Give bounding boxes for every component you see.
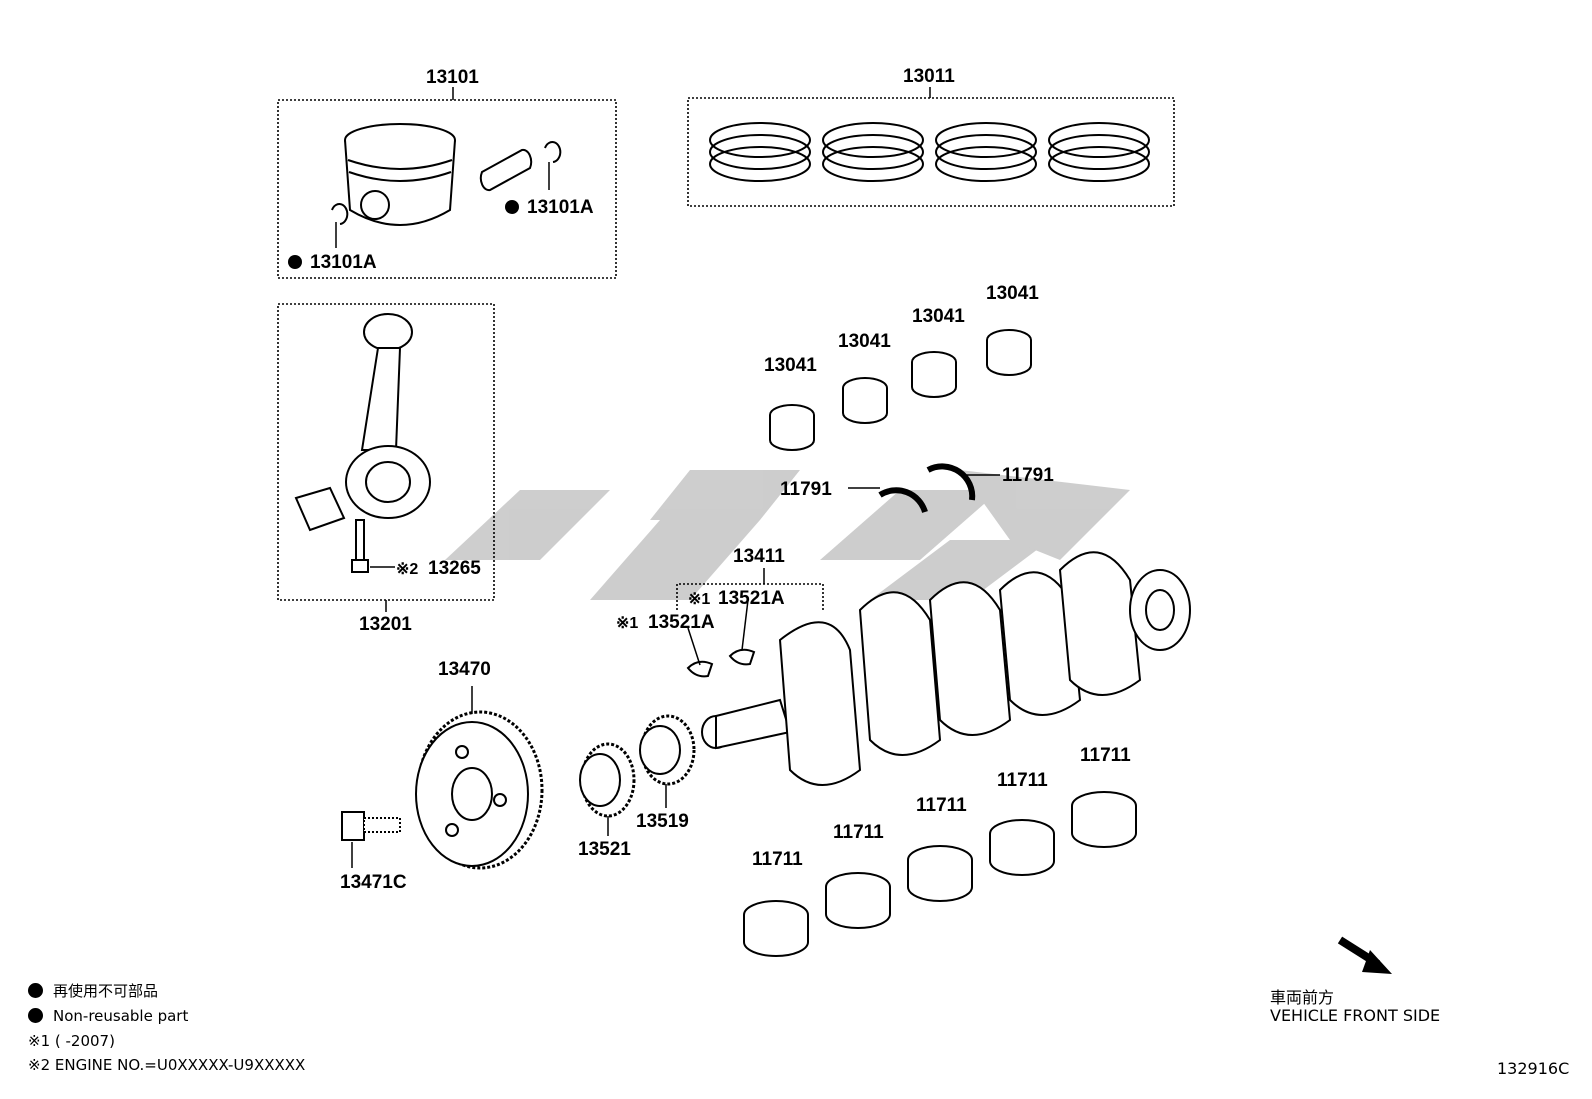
- legend-nonreusable-en-text: Non-reusable part: [53, 1007, 189, 1025]
- callout-13101A-upper: 13101A: [527, 197, 594, 218]
- connecting-rod-illustration: [294, 313, 431, 573]
- sprocket-illustrations: [579, 714, 696, 818]
- callout-13041-c: 13041: [912, 306, 965, 327]
- legend-nonreusable-jp: 再使用不可部品: [28, 982, 158, 1000]
- legend-nonreusable-en: Non-reusable part: [28, 1007, 188, 1025]
- illustration-id: 132916C: [1497, 1059, 1570, 1078]
- piston-rings-illustration: [709, 122, 1150, 182]
- callout-11711-a: 11711: [752, 849, 803, 870]
- callout-13201: 13201: [359, 614, 412, 635]
- callout-13265-mark: ※2: [396, 561, 418, 578]
- vehicle-front-arrow-icon: [1337, 936, 1392, 974]
- main-bearing-shells: [743, 791, 1137, 957]
- callout-11791-right: 11791: [1002, 465, 1054, 486]
- callout-13411: 13411: [733, 546, 785, 567]
- watermark-logo: [445, 470, 1130, 600]
- legend-note-1: ※1 ( -2007): [28, 1032, 115, 1050]
- callout-13265: 13265: [428, 558, 481, 579]
- vehicle-front-label-en: VEHICLE FRONT SIDE: [1270, 1006, 1441, 1025]
- crankshaft-illustration: [701, 551, 1191, 786]
- legend-nonreusable-jp-text: 再使用不可部品: [53, 982, 159, 1000]
- ring-set-box: [687, 97, 1175, 207]
- callout-13471C: 13471C: [340, 872, 407, 893]
- callout-13011: 13011: [903, 66, 955, 87]
- callout-13041-b: 13041: [838, 331, 891, 352]
- vehicle-front-label-jp: 車両前方: [1270, 988, 1335, 1007]
- callout-13521A-lower: 13521A: [648, 612, 715, 633]
- callout-13521A-upper-mark: ※1: [688, 591, 710, 608]
- crankshaft-key-bracket: [676, 583, 824, 610]
- woodruff-keys: [686, 648, 756, 678]
- callout-11711-b: 11711: [833, 822, 884, 843]
- callout-13521: 13521: [578, 839, 631, 860]
- callout-13041-a: 13041: [764, 355, 817, 376]
- nonreusable-dot-icon: [28, 1008, 43, 1023]
- thrust-washers: [878, 463, 976, 513]
- callout-13519: 13519: [636, 811, 689, 832]
- callout-13521A-lower-mark: ※1: [616, 615, 638, 632]
- callout-11711-d: 11711: [997, 770, 1048, 791]
- callout-11711-c: 11711: [916, 795, 967, 816]
- nonreusable-dot-icon: [28, 983, 43, 998]
- piston-group-box: [277, 99, 617, 279]
- callout-13041-d: 13041: [986, 283, 1039, 304]
- legend-note-2: ※2 ENGINE NO.=U0XXXXX-U9XXXXX: [28, 1056, 306, 1074]
- callout-13101A-lower: 13101A: [310, 252, 377, 273]
- upper-bearing-shells: [769, 329, 1032, 451]
- crank-pulley-illustration: [415, 710, 544, 870]
- callout-13101: 13101: [426, 67, 479, 88]
- bolt-illustration: [341, 811, 401, 841]
- piston-illustration: [288, 123, 562, 269]
- callout-13521A-upper: 13521A: [718, 588, 785, 609]
- callout-11791-left: 11791: [780, 479, 832, 500]
- callout-11711-e: 11711: [1080, 745, 1131, 766]
- callout-13470: 13470: [438, 659, 491, 680]
